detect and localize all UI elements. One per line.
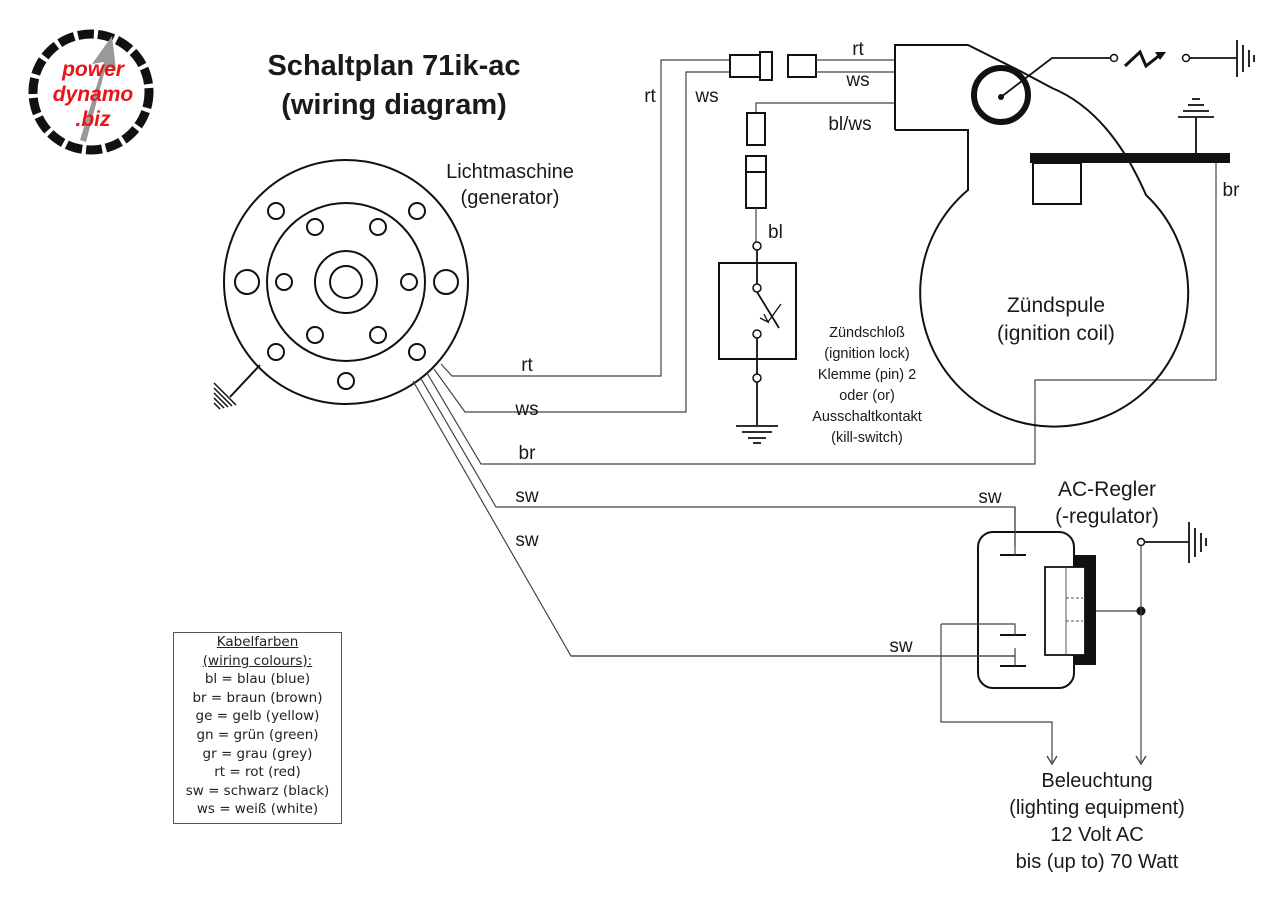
wire-label-sw-reg2: sw xyxy=(889,636,913,657)
wire-label-br-right: br xyxy=(1223,180,1241,201)
ignition-coil-label-de: Zündspule xyxy=(1007,294,1105,317)
legend-item: bl = blau (blue) xyxy=(204,671,311,688)
logo-line1: power xyxy=(61,58,126,81)
generator-label-de: Lichtmaschine xyxy=(446,161,574,183)
wire-color-legend: Kabelfarben (wiring colours): bl = blau … xyxy=(173,632,342,824)
wire-label-rt-top: rt xyxy=(852,39,864,60)
regulator-symbol xyxy=(571,507,1207,766)
ground-icon xyxy=(1236,40,1255,77)
legend-subtitle: (wiring colours): xyxy=(202,652,313,669)
lighting-label-1: Beleuchtung xyxy=(1041,770,1152,792)
legend-item: sw = schwarz (black) xyxy=(185,782,330,799)
lighting-label-4: bis (up to) 70 Watt xyxy=(1016,851,1179,873)
wire-label-sw1-gen: sw xyxy=(515,486,539,507)
wire-label-ws-gen: ws xyxy=(514,399,538,420)
ground-icon xyxy=(736,425,778,444)
wire-label-rt-gen: rt xyxy=(521,355,533,376)
wire-label-rt-left: rt xyxy=(644,86,656,107)
page-subtitle: (wiring diagram) xyxy=(281,89,507,121)
powerdynamo-logo: power dynamo .biz xyxy=(28,29,154,155)
page-title: Schaltplan 71ik-ac xyxy=(267,50,520,82)
ignition-lock-label-4: oder (or) xyxy=(839,388,895,404)
ground-icon xyxy=(1178,98,1214,118)
legend-item: br = braun (brown) xyxy=(192,689,323,706)
switch-lever-icon xyxy=(756,291,780,329)
wire-label-sw-reg1: sw xyxy=(978,487,1002,508)
wire-label-ws-top: ws xyxy=(845,70,869,91)
legend-item: ws = weiß (white) xyxy=(196,801,319,818)
ground-icon xyxy=(1188,522,1207,563)
generator-symbol xyxy=(213,159,469,410)
ignition-coil-symbol xyxy=(894,40,1255,428)
lighting-label-3: 12 Volt AC xyxy=(1050,824,1143,846)
regulator-label-en: (-regulator) xyxy=(1055,505,1159,528)
logo-line3: .biz xyxy=(76,108,111,131)
ignition-lock-symbol xyxy=(718,241,797,444)
legend-item: gr = grau (grey) xyxy=(202,745,313,762)
ground-icon xyxy=(213,382,237,410)
lighting-label-2: (lighting equipment) xyxy=(1009,797,1185,819)
ignition-lock-label-3: Klemme (pin) 2 xyxy=(818,367,916,383)
ignition-lock-label-1: Zündschloß xyxy=(829,325,905,341)
wire-label-bl: bl xyxy=(768,222,783,243)
ignition-lock-label-5: Ausschaltkontakt xyxy=(812,409,922,425)
ignition-lock-label-6: (kill-switch) xyxy=(831,430,903,446)
regulator-label-de: AC-Regler xyxy=(1058,478,1156,501)
legend-item: rt = rot (red) xyxy=(214,764,301,781)
ignition-coil-label-en: (ignition coil) xyxy=(997,322,1115,345)
generator-label-en: (generator) xyxy=(461,187,560,209)
legend-item: gn = grün (green) xyxy=(196,726,319,743)
connector-plug xyxy=(729,51,817,81)
spark-gap-icon xyxy=(1123,49,1161,69)
wire-label-blws: bl/ws xyxy=(828,114,871,135)
logo-line2: dynamo xyxy=(53,83,134,106)
wire-label-br-gen: br xyxy=(519,443,537,464)
wire-label-ws-left: ws xyxy=(694,86,718,107)
lightning-icon xyxy=(80,36,116,142)
legend-title: Kabelfarben xyxy=(216,634,299,650)
ignition-lock-label-2: (ignition lock) xyxy=(824,346,909,362)
legend-item: ge = gelb (yellow) xyxy=(195,708,320,725)
wire-label-sw2-gen: sw xyxy=(515,530,539,551)
